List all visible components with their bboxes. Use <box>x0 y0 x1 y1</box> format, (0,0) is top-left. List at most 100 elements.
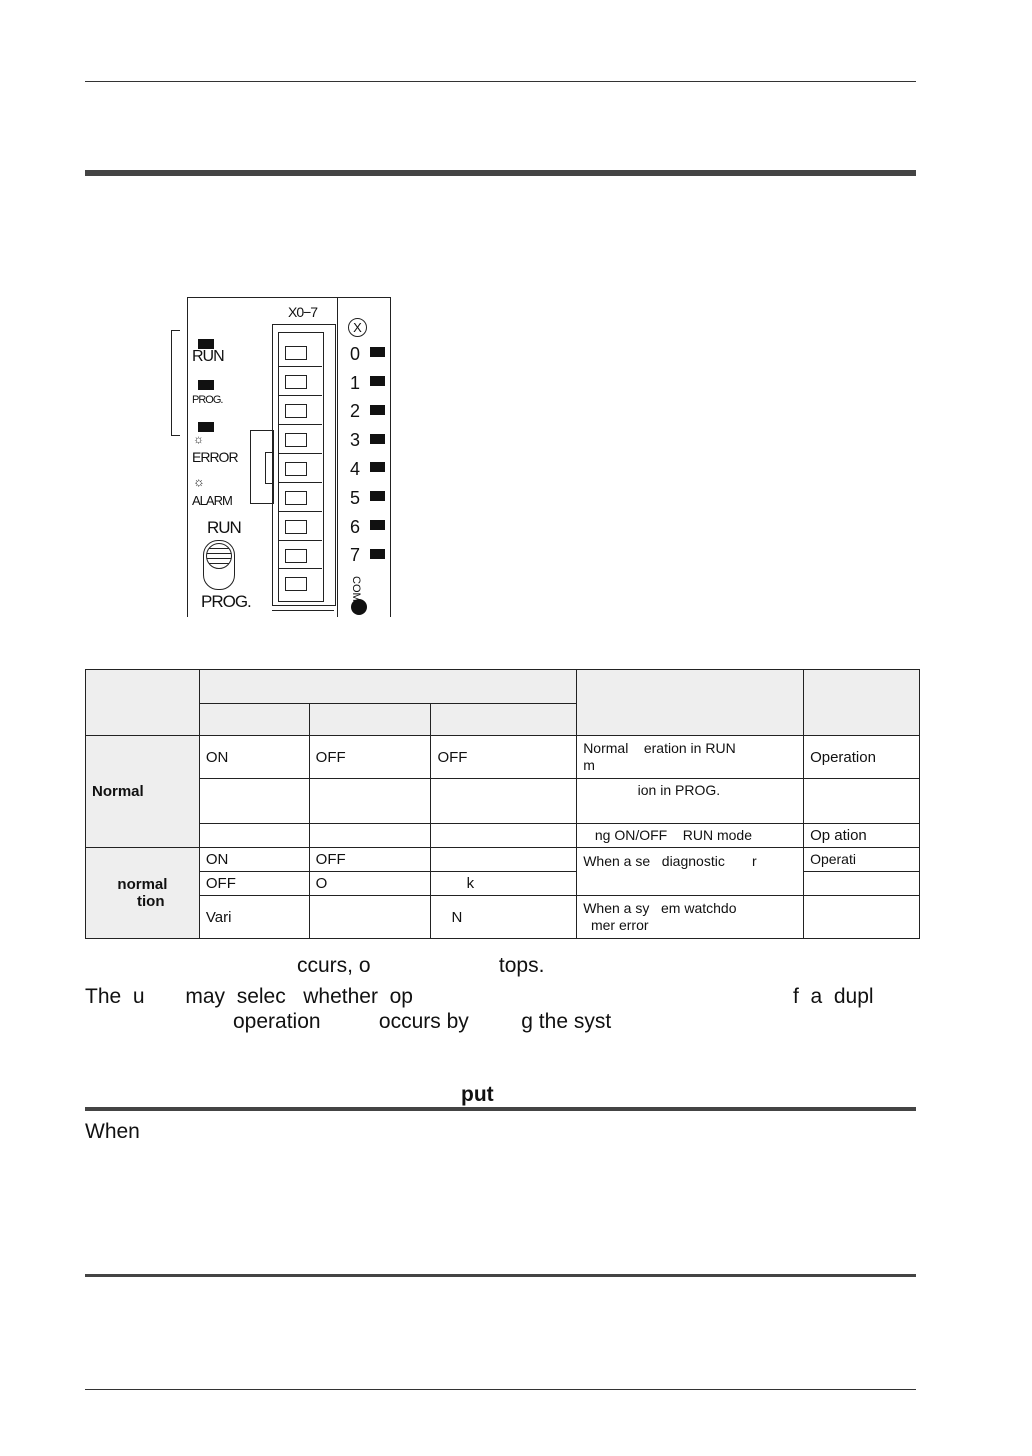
group-label: normal tion <box>85 847 200 939</box>
terminal-screw-icon <box>285 404 307 418</box>
table-row: ng ON/OFF RUN mode Op ation <box>86 823 920 848</box>
input-led-icon <box>370 520 385 530</box>
table-cell: Normal eration in RUN m <box>576 735 805 779</box>
terminal-screw-icon <box>285 491 307 505</box>
input-number: 1 <box>350 373 361 393</box>
prog-led-icon <box>198 380 214 390</box>
terminal-screw-icon <box>285 520 307 534</box>
table-cell: OFF <box>198 871 310 896</box>
header-cell <box>803 669 920 736</box>
input-number: 7 <box>350 545 361 565</box>
table-cell <box>308 895 432 939</box>
input-number: 0 <box>350 344 361 364</box>
table-header-row <box>86 703 920 736</box>
table-cell <box>803 778 920 824</box>
table-cell <box>803 895 920 939</box>
mode-switch[interactable] <box>203 540 235 590</box>
input-led-icon <box>370 405 385 415</box>
x-circle-icon: X <box>348 318 367 337</box>
section-rule <box>85 1107 916 1111</box>
terminal-screw-icon <box>285 346 307 360</box>
table-cell <box>430 778 578 824</box>
alarm-led-label: ALARM <box>192 493 233 508</box>
table-cell: N <box>430 895 578 939</box>
header-cell <box>198 669 578 704</box>
table-cell: ON <box>198 847 310 872</box>
header-cell <box>576 669 805 736</box>
table-cell <box>803 871 920 896</box>
switch-prog-label: PROG. <box>201 592 252 611</box>
terminal-screw-icon <box>285 375 307 389</box>
table-row: Vari N When a sy em watchdo mer error <box>86 895 920 939</box>
input-led-icon <box>370 462 385 472</box>
paragraph-line: The u may selec whether op <box>85 985 413 1008</box>
prog-led-label: PROG. <box>192 394 223 406</box>
terminal-screw-icon <box>285 577 307 591</box>
mode-switch-knob-icon <box>206 543 232 569</box>
paragraph-line: ccurs, o tops. <box>297 954 545 977</box>
table-cell: Op ation <box>803 823 920 848</box>
section-rule-bottom <box>85 1274 916 1277</box>
table-cell <box>198 778 310 824</box>
com-terminal-icon <box>351 599 367 615</box>
section-rule-top <box>85 170 916 176</box>
table-cell <box>198 823 310 848</box>
table-header-row <box>85 669 920 736</box>
error-led-label: ERROR <box>192 449 239 465</box>
error-blink-icon: ☼ <box>193 432 204 446</box>
table-cell: Operation <box>803 735 920 779</box>
paragraph-line: operation occurs by g the syst <box>233 1010 612 1033</box>
section-body: When <box>85 1120 140 1143</box>
table-cell <box>430 847 578 872</box>
table-cell: O <box>308 871 432 896</box>
input-number: 6 <box>350 517 361 537</box>
input-led-icon <box>370 434 385 444</box>
terminal-block <box>272 324 336 606</box>
table-cell: When a se diagnostic r <box>576 847 805 896</box>
terminal-screw-icon <box>285 549 307 563</box>
terminal-screw-icon <box>285 433 307 447</box>
table-cell: k <box>430 871 578 896</box>
section-heading: put <box>461 1083 494 1106</box>
run-led-icon <box>198 339 214 349</box>
header-cell <box>430 703 578 736</box>
paragraph-line: f a dupl <box>793 985 874 1008</box>
table-cell <box>308 778 432 824</box>
table-cell: ON <box>198 735 310 779</box>
table-cell <box>308 823 432 848</box>
table-cell: OFF <box>308 735 432 779</box>
footer-rule <box>85 1389 916 1390</box>
table-row: normal tion ON OFF When a se diagnostic … <box>85 847 920 939</box>
input-number: 3 <box>350 430 361 450</box>
table-cell: OFF <box>308 847 432 872</box>
led-status-table: Normal ON OFF OFF Normal eration in RUN … <box>85 669 920 939</box>
input-number: 2 <box>350 401 361 421</box>
table-cell: Vari <box>198 895 310 939</box>
input-number: 5 <box>350 488 361 508</box>
table-row: Normal ON OFF OFF Normal eration in RUN … <box>85 735 920 848</box>
terminal-header: X0−7 <box>288 304 318 320</box>
terminal-screw-icon <box>285 462 307 476</box>
table-cell <box>430 823 578 848</box>
com-label: COM <box>350 576 362 602</box>
input-led-icon <box>370 549 385 559</box>
input-led-icon <box>370 347 385 357</box>
error-led-icon <box>198 422 214 432</box>
header-cell <box>198 703 310 736</box>
run-led-label: RUN <box>192 348 225 365</box>
input-led-icon <box>370 491 385 501</box>
header-rule <box>85 81 916 82</box>
alarm-blink-icon: ☼ <box>193 474 205 489</box>
table-row: ion in PROG. <box>86 778 920 824</box>
header-cell <box>85 669 200 736</box>
table-cell: OFF <box>430 735 578 779</box>
switch-run-label: RUN <box>207 518 242 537</box>
group-label: Normal <box>85 735 200 848</box>
table-cell: Operati <box>803 847 920 872</box>
table-cell: ion in PROG. <box>576 778 805 824</box>
table-row: OFF O k <box>86 871 920 896</box>
table-cell: When a sy em watchdo mer error <box>576 895 805 939</box>
table-cell: ng ON/OFF RUN mode <box>576 823 805 848</box>
input-led-icon <box>370 376 385 386</box>
header-cell <box>308 703 432 736</box>
